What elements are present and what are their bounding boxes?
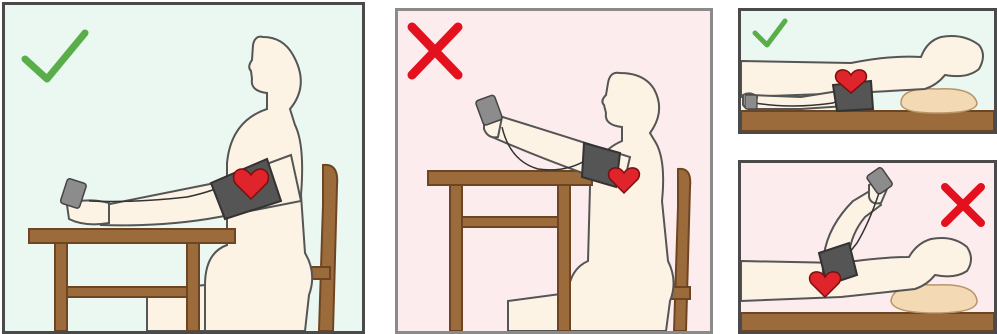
sitting-incorrect-illustration bbox=[398, 11, 710, 331]
check-icon bbox=[755, 21, 785, 45]
pillow bbox=[901, 89, 977, 113]
lying-incorrect-illustration bbox=[741, 163, 994, 331]
bed bbox=[741, 111, 994, 131]
sitting-correct-illustration bbox=[5, 5, 362, 331]
seated-person bbox=[508, 73, 674, 331]
panel-sitting-incorrect bbox=[395, 8, 713, 334]
cross-icon bbox=[412, 27, 458, 75]
panel-lying-incorrect bbox=[738, 160, 997, 334]
cross-icon bbox=[945, 187, 981, 223]
lying-correct-illustration bbox=[741, 11, 994, 131]
panel-sitting-correct bbox=[2, 2, 365, 334]
blood-pressure-monitor bbox=[475, 95, 503, 126]
bed bbox=[741, 313, 994, 331]
blood-pressure-monitor bbox=[745, 95, 757, 109]
check-icon bbox=[25, 33, 85, 79]
panel-lying-correct bbox=[738, 8, 997, 134]
